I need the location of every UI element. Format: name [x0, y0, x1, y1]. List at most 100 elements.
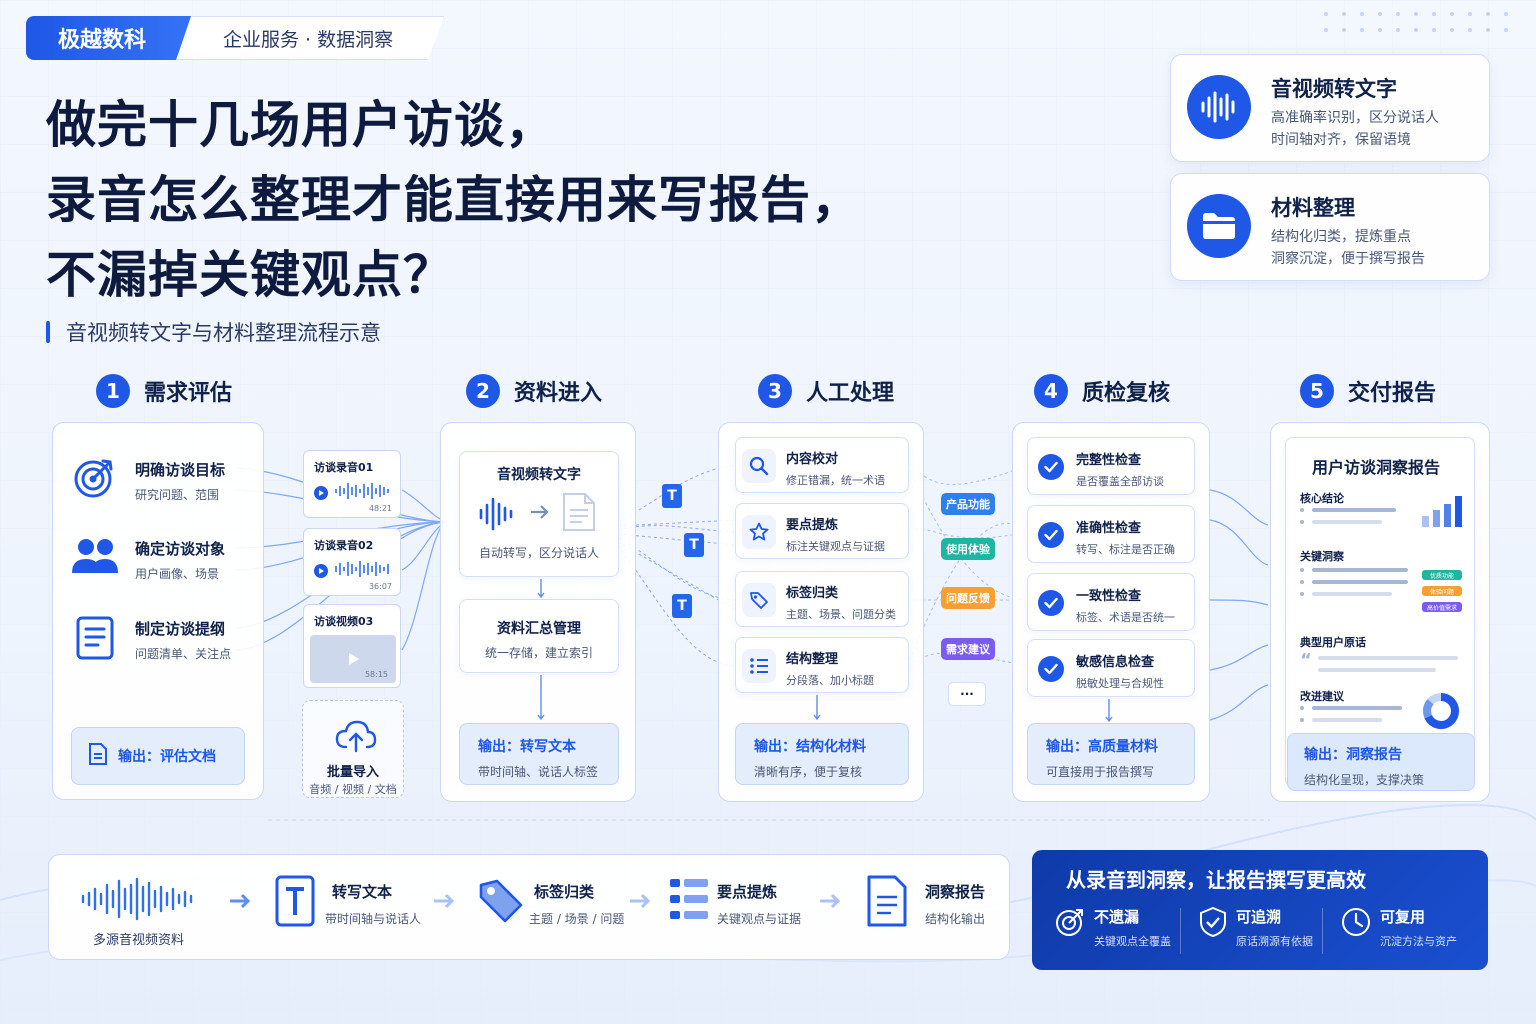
report-tag: 体验问题: [1422, 586, 1462, 596]
flow-desc: 多源音视频资料: [93, 933, 185, 948]
down-arrow-icon: [813, 695, 821, 725]
file-name: 访谈视频03: [314, 615, 374, 628]
item-title: 一致性检查: [1076, 589, 1142, 604]
audio-file-card[interactable]: 访谈录音02 36:07: [303, 528, 401, 596]
quote-icon: “: [1300, 650, 1312, 671]
stage-1-panel: 明确访谈目标研究问题、范围 确定访谈对象用户画像、场景 制定访谈提纲问题清单、关…: [52, 422, 264, 800]
file-name: 访谈录音02: [314, 539, 374, 552]
summary-item-desc: 关键观点全覆盖: [1094, 935, 1171, 948]
item-title: 结构整理: [786, 652, 839, 667]
stage-4-output: 输出：高质量材料 可直接用于报告撰写: [1027, 723, 1195, 785]
file-duration: 58:15: [364, 670, 388, 679]
item-title: 制定访谈提纲: [135, 620, 226, 638]
upload-cloud-icon: [335, 719, 377, 757]
output-desc: 清晰有序，便于复核: [754, 765, 863, 779]
item-title: 完整性检查: [1076, 453, 1142, 468]
flow-step: 转写文本带时间轴与说话人: [325, 881, 421, 927]
summary-card: 从录音到洞察，让报告撰写更高效 不遗漏关键观点全覆盖 可追溯原话溯源有依据 可复…: [1032, 850, 1488, 970]
video-file-card[interactable]: 访谈视频03 58:15: [303, 604, 401, 688]
stage-label: 交付报告: [1348, 381, 1437, 406]
stage-3-item: 结构整理分段落、加小标题: [735, 637, 909, 693]
stage-label: 资料进入: [514, 381, 603, 406]
transcript-doc-icon: T: [672, 594, 692, 618]
folder-icon: [1187, 194, 1251, 258]
stage-5-panel: 用户访谈洞察报告 核心结论 关键洞察 优质功能 体验问题 高价值需求 典型用户原…: [1270, 422, 1490, 802]
report-section-label: 改进建议: [1300, 690, 1344, 703]
waveform-icon: [79, 877, 199, 925]
summary-item-desc: 原话溯源有依据: [1236, 935, 1313, 948]
flow-desc: 结构化输出: [925, 912, 986, 926]
item-desc: 是否覆盖全部访谈: [1076, 475, 1164, 488]
report-lines: [1300, 568, 1408, 596]
flow-step: 要点提炼关键观点与证据: [717, 881, 801, 927]
report-lines: [1300, 706, 1402, 722]
brand-name: 极越数科: [58, 28, 147, 53]
data-management-box: 资料汇总管理 统一存储，建立索引: [459, 599, 619, 673]
stage-3-panel: 内容校对修正错漏，统一术语 要点提炼标注关键观点与证据 标签归类主题、场景、问题…: [718, 422, 924, 802]
flow-step: 标签归类主题 / 场景 / 问题: [529, 881, 624, 927]
tag-icon: [742, 583, 776, 617]
output-title: 输出：转写文本: [478, 739, 576, 755]
flow-step: 洞察报告结构化输出: [925, 881, 985, 927]
stage-4-item: 一致性检查标签、术语是否统一: [1027, 573, 1195, 631]
list-icon: [669, 877, 709, 925]
report-section-label: 关键洞察: [1300, 550, 1344, 563]
summary-item: 可追溯原话溯源有依据: [1198, 906, 1313, 949]
flow-title: 标签归类: [534, 883, 595, 901]
feature-desc: 结构化归类，提炼重点洞察沉淀，便于撰写报告: [1271, 226, 1425, 270]
arrow-right-icon: [819, 893, 841, 913]
output-desc: 可直接用于报告撰写: [1046, 765, 1155, 779]
stage-3-item: 要点提炼标注关键观点与证据: [735, 503, 909, 559]
item-desc: 主题、场景、问题分类: [786, 608, 896, 621]
title-line-2: 录音怎么整理才能直接用来写报告，: [46, 171, 862, 229]
box-title: 资料汇总管理: [497, 621, 581, 637]
check-icon: [1038, 656, 1064, 682]
report-section-label: 核心结论: [1300, 492, 1344, 505]
summary-item-title: 不遗漏: [1094, 908, 1140, 926]
play-icon[interactable]: [314, 563, 328, 582]
feature-card-organization: 材料整理 结构化归类，提炼重点洞察沉淀，便于撰写报告: [1170, 173, 1490, 281]
stage-label: 需求评估: [144, 381, 233, 406]
bottom-flow-strip: 多源音视频资料 转写文本带时间轴与说话人 标签归类主题 / 场景 / 问题 要点…: [48, 854, 1010, 960]
report-tag: 高价值需求: [1422, 602, 1462, 612]
tag-pill: 问题反馈: [941, 587, 995, 609]
waveform-icon: [1187, 75, 1251, 139]
summary-item-title: 可复用: [1380, 908, 1426, 926]
item-title: 要点提炼: [786, 518, 839, 533]
batch-import-dropzone[interactable]: 批量导入 音频 / 视频 / 文档: [302, 700, 404, 798]
feature-desc-line: 结构化归类，提炼重点: [1271, 229, 1411, 245]
audio-file-card[interactable]: 访谈录音01 48:21: [303, 450, 401, 518]
tagline-text: 企业服务 · 数据洞察: [223, 28, 394, 51]
stage-2-panel: 音视频转文字 自动转写，区分说话人 资料汇总管理 统一存储，建立索引 输出：转写…: [440, 422, 636, 802]
item-title: 敏感信息检查: [1076, 655, 1155, 670]
stage-1-output: 输出：评估文档: [71, 727, 245, 785]
feature-title: 材料整理: [1271, 196, 1355, 220]
summary-item: 不遗漏关键观点全覆盖: [1054, 906, 1171, 949]
target-icon: [73, 455, 117, 503]
stage-number: 2: [466, 374, 500, 408]
tag-icon: [477, 877, 525, 929]
transcript-doc-icon: T: [662, 484, 682, 508]
text-doc-icon: [275, 875, 315, 931]
item-title: 内容校对: [786, 452, 839, 467]
subtitle: 音视频转文字与材料整理流程示意: [46, 317, 381, 347]
summary-title: 从录音到洞察，让报告撰写更高效: [1066, 868, 1366, 892]
report-section-label: 典型用户原话: [1300, 636, 1366, 649]
item-desc: 脱敏处理与合规性: [1076, 677, 1164, 690]
item-desc: 研究问题、范围: [135, 488, 220, 502]
arrow-right-icon: [433, 893, 455, 913]
stage-4-item: 准确性检查转写、标注是否正确: [1027, 505, 1195, 563]
tag-pill: 产品功能: [941, 493, 995, 515]
play-icon[interactable]: [314, 485, 328, 504]
summary-item-title: 可追溯: [1236, 908, 1282, 926]
item-desc: 用户画像、场景: [135, 567, 220, 581]
stage-number: 4: [1034, 374, 1068, 408]
subtitle-text: 音视频转文字与材料整理流程示意: [66, 321, 381, 345]
feature-desc-line: 时间轴对齐，保留语境: [1271, 132, 1411, 148]
report-tag: 优质功能: [1422, 570, 1462, 580]
video-thumbnail[interactable]: [310, 635, 396, 683]
stage-number: 5: [1300, 374, 1334, 408]
